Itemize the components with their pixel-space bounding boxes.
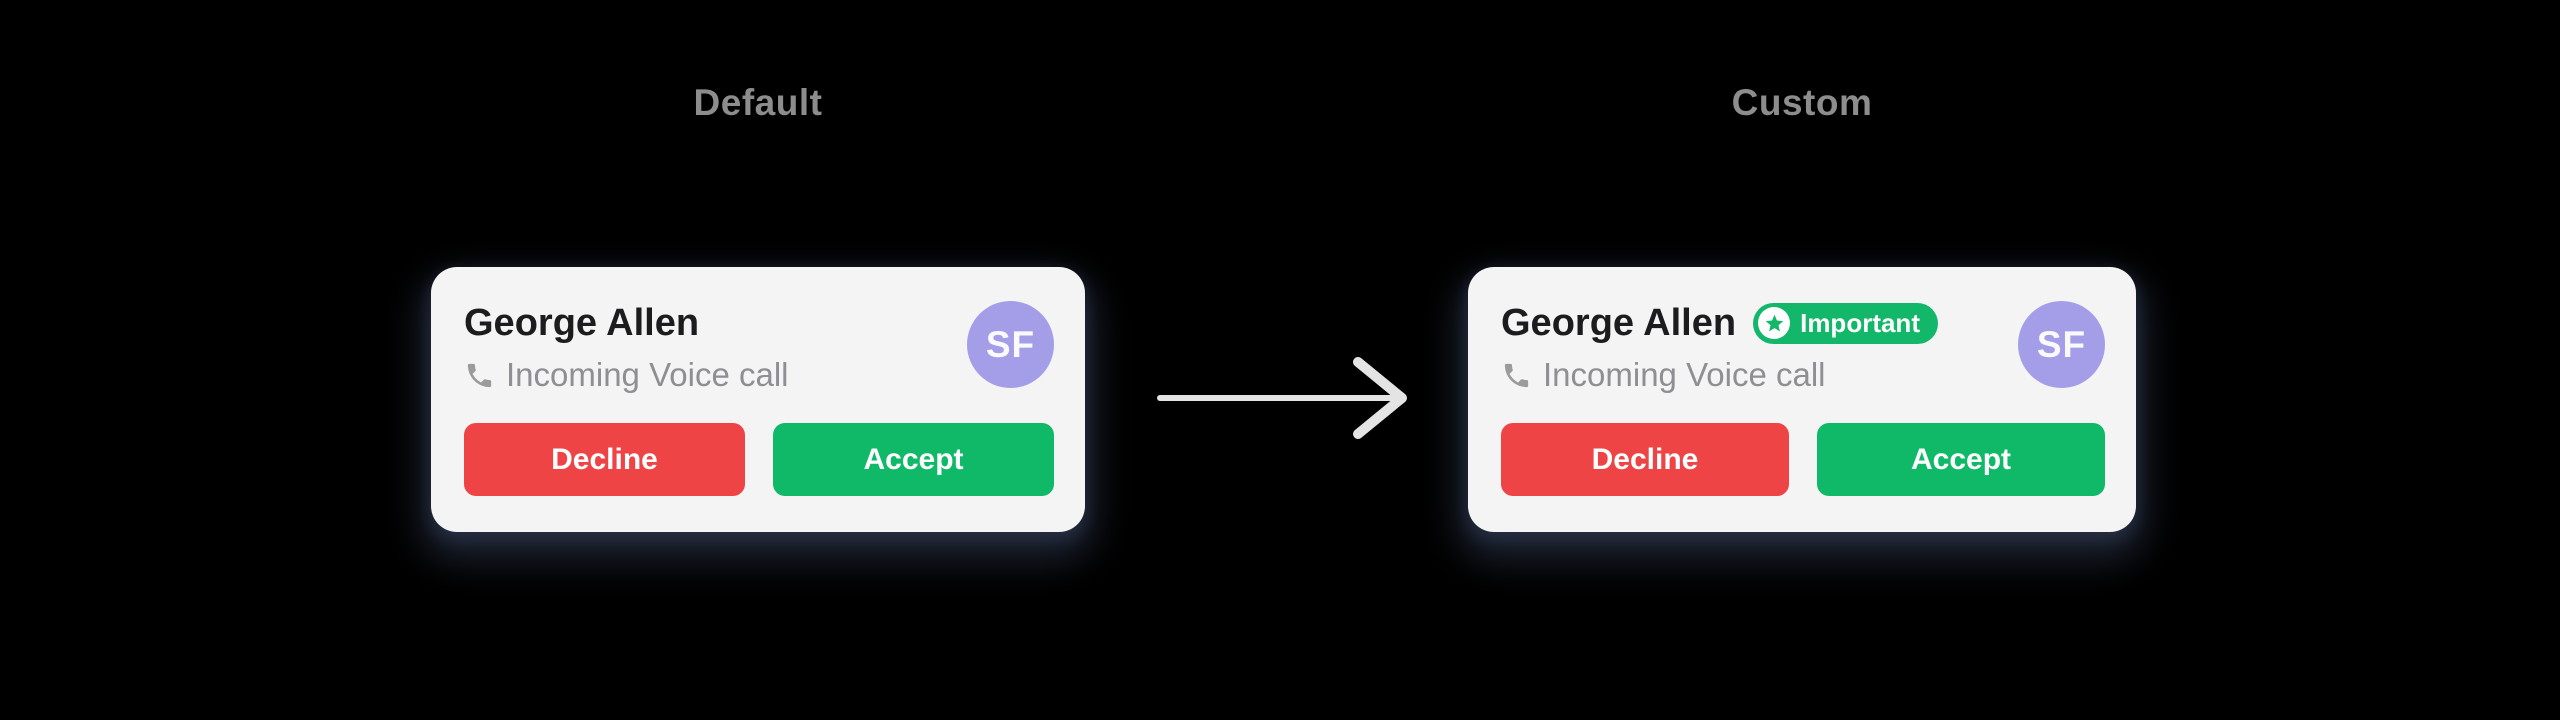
caller-name: George Allen [1501, 302, 1737, 344]
call-actions: Decline Accept [464, 423, 1054, 496]
section-title-default: Default [693, 82, 823, 123]
star-icon [1758, 307, 1791, 339]
arrow-right-icon [1157, 357, 1407, 439]
caller-name: George Allen [464, 302, 700, 344]
section-title-custom: Custom [1731, 82, 1873, 123]
call-subtitle: Incoming Voice call [1543, 356, 1826, 393]
incoming-call-card-custom: George Allen Important Incoming Vo [1468, 267, 2136, 532]
accept-button[interactable]: Accept [1817, 423, 2105, 496]
decline-button[interactable]: Decline [464, 423, 745, 496]
accept-button[interactable]: Accept [773, 423, 1054, 496]
avatar: SF [2018, 301, 2105, 388]
decline-button[interactable]: Decline [1501, 423, 1789, 496]
caller-info: George Allen Incoming Voice call [464, 300, 967, 394]
important-badge: Important [1753, 302, 1938, 344]
call-subtitle-row: Incoming Voice call [464, 356, 967, 394]
card-header: George Allen Important Incoming Vo [1501, 300, 2105, 394]
call-icon [464, 360, 495, 391]
call-subtitle: Incoming Voice call [506, 356, 789, 393]
caller-name-row: George Allen [464, 301, 967, 345]
caller-name-row: George Allen Important [1501, 301, 2018, 345]
card-header: George Allen Incoming Voice call SF [464, 300, 1054, 394]
caller-info: George Allen Important Incoming Vo [1501, 300, 2018, 394]
call-actions: Decline Accept [1501, 423, 2105, 496]
badge-label: Important [1800, 307, 1920, 338]
call-icon [1501, 360, 1532, 391]
call-subtitle-row: Incoming Voice call [1501, 356, 2018, 394]
avatar: SF [967, 301, 1054, 388]
incoming-call-card-default: George Allen Incoming Voice call SF Decl… [431, 267, 1085, 532]
